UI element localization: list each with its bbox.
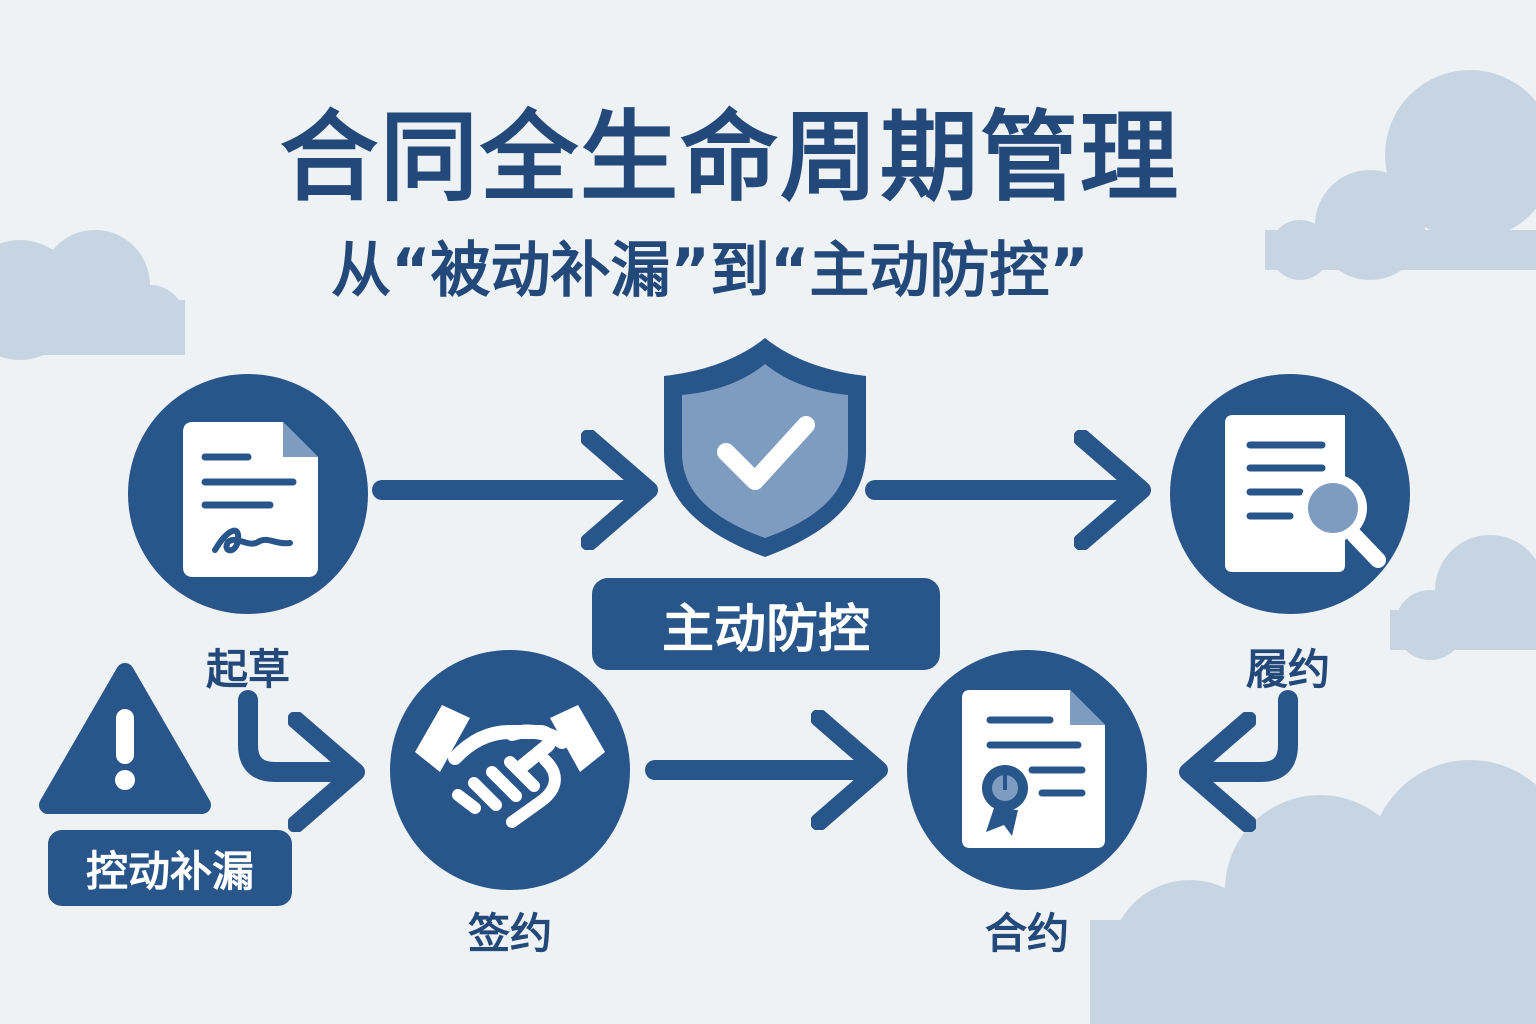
arrow-perform-to-contract (1192, 690, 1298, 772)
document-search-icon (1170, 374, 1410, 614)
page-subtitle: 从“被动补漏”到“主动防控” (331, 236, 1089, 306)
reactive-patch-badge: 控动补漏 (48, 830, 292, 906)
cloud-mid-right (1390, 535, 1536, 660)
step-label-perform: 履约 (1245, 645, 1330, 694)
shield-check-icon (664, 338, 866, 557)
warning-triangle-icon (39, 663, 211, 814)
cloud-left (0, 230, 185, 360)
certificate-document-icon (907, 650, 1147, 890)
proactive-control-badge: 主动防控 (592, 578, 940, 670)
step-label-sign: 签约 (467, 909, 552, 958)
handshake-icon (390, 650, 630, 890)
contract-document-icon (128, 374, 368, 614)
cloud-bottom-right (1090, 760, 1536, 1024)
step-label-contract: 合约 (984, 909, 1069, 958)
page-title: 合同全生命周期管理 (279, 101, 1180, 215)
arrow-draft-to-sign (238, 690, 352, 772)
step-label-draft: 起草 (205, 645, 290, 694)
cloud-top-right (1265, 70, 1536, 280)
